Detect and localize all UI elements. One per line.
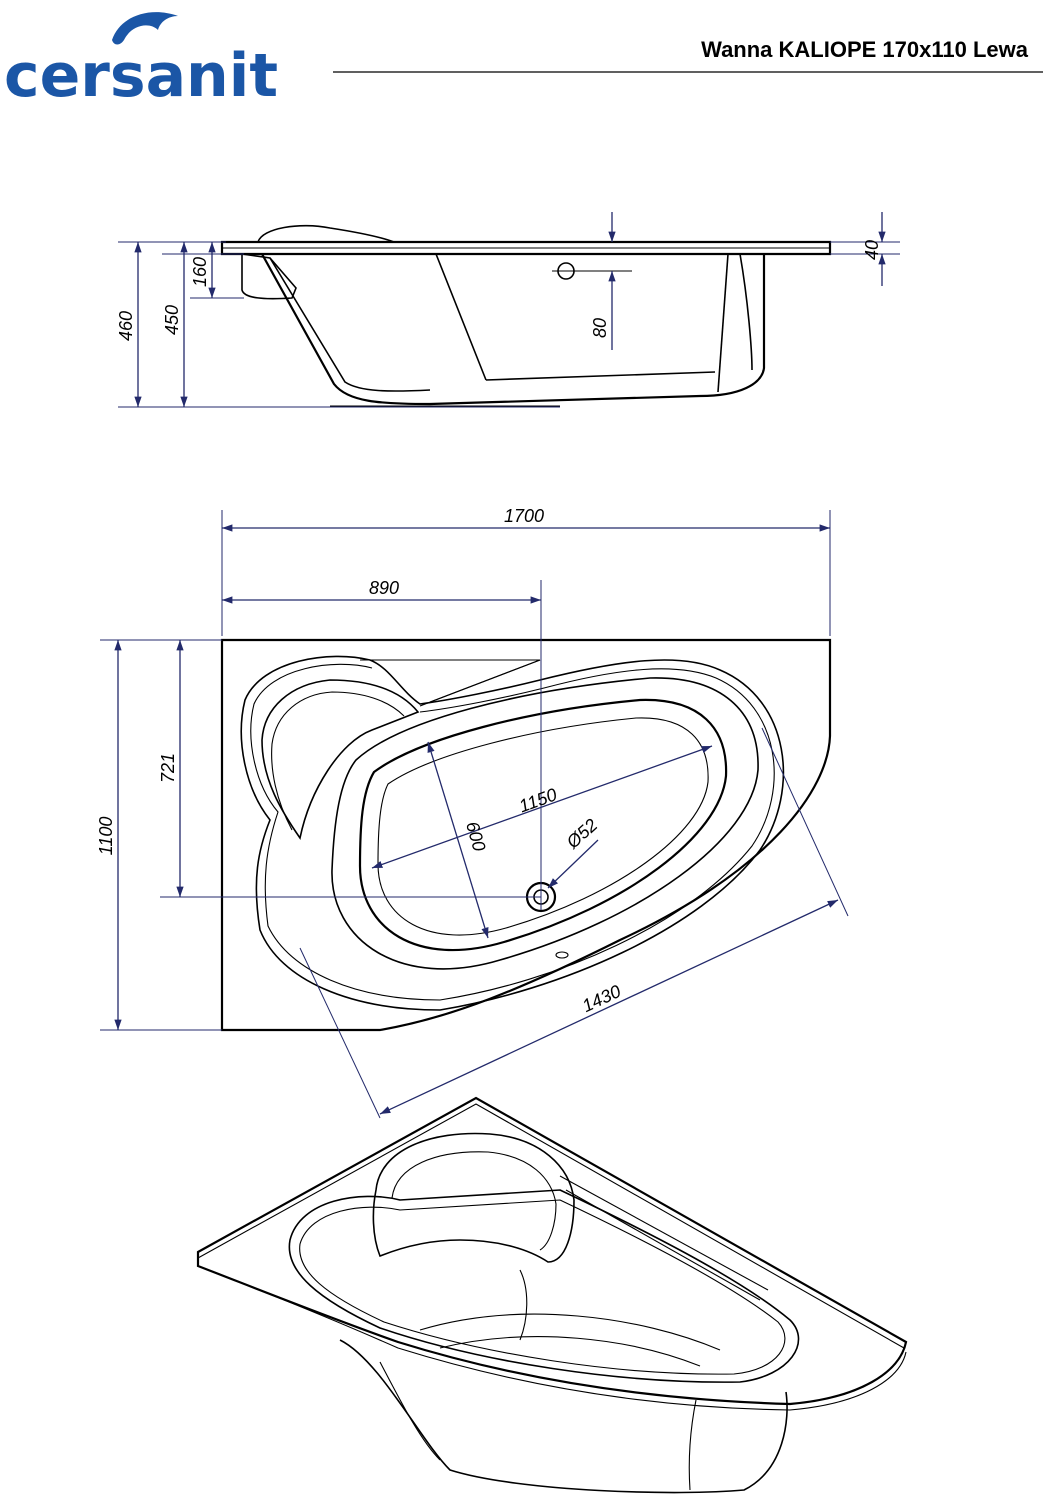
dim-inner-length: 1150: [516, 784, 559, 816]
dim-overflow: 80: [590, 318, 610, 338]
dim-drain-offset: 721: [158, 753, 178, 783]
top-view: 1700 890 1100 721 1150 600 Ø52 1430: [96, 506, 849, 1119]
dim-total-height: 460: [116, 311, 136, 341]
dim-to-drain: 890: [369, 578, 399, 598]
page-title: Wanna KALIOPE 170x110 Lewa: [701, 37, 1029, 62]
brand-logo: cersanit: [4, 12, 278, 111]
dim-length: 1700: [504, 506, 544, 526]
dim-rim: 40: [862, 240, 882, 260]
dim-inner-width: 600: [462, 819, 490, 853]
dim-inner-height: 450: [162, 305, 182, 335]
dolphin-icon: [112, 12, 178, 45]
dim-width: 1100: [96, 817, 116, 856]
dim-headrest: 160: [190, 257, 210, 287]
brand-name: cersanit: [4, 41, 278, 111]
perspective-view: [196, 1096, 908, 1494]
dim-drain-diameter: Ø52: [562, 815, 601, 853]
side-view: 460 450 160 80 40: [116, 212, 900, 408]
